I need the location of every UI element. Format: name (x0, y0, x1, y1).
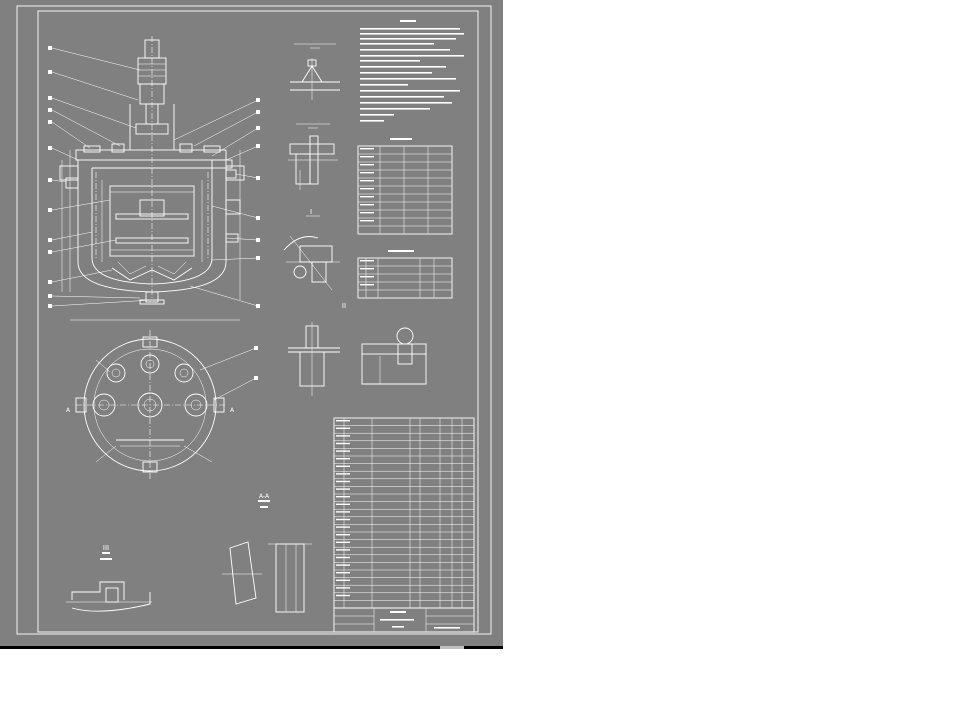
parts-list-row-text-mark (336, 526, 350, 528)
parts-list-row-text-mark (336, 458, 350, 460)
detail-bottom-mid (222, 541, 312, 613)
parts-list-row-text-mark (336, 450, 350, 452)
design-data-row-text-mark (360, 188, 374, 190)
status-strip-marker (440, 646, 464, 649)
parts-list-row-text-mark (336, 518, 350, 521)
parts-list-row-text-mark (336, 488, 350, 490)
design-data-row-text-mark (360, 164, 374, 166)
parts-list-rows (334, 420, 474, 601)
section-label-A-left: A (66, 407, 71, 414)
detail-view-flange (288, 123, 338, 190)
reactor-leader-lines (51, 47, 259, 307)
design-data-row-text-mark (360, 148, 374, 150)
section-A-A-view (258, 500, 270, 508)
design-data-row-text-mark (360, 180, 374, 182)
design-data-row-text-mark (360, 156, 374, 158)
parts-list-row-text-mark (336, 503, 350, 505)
nozzle-table-row-text-mark (360, 268, 374, 270)
design-data-row-text-mark (360, 204, 374, 206)
reactor-dimensions (61, 150, 241, 321)
cad-drawing: I II III A-A A A (16, 5, 492, 635)
parts-list-row-text-mark (336, 473, 350, 475)
design-data-table (357, 138, 453, 235)
inner-border (37, 10, 479, 633)
technical-notes (360, 20, 464, 122)
parts-list-row-text-mark (336, 556, 350, 559)
parts-list-row-text-mark (336, 579, 350, 581)
parts-list-row-text-mark (336, 572, 350, 574)
outer-border (16, 5, 492, 635)
parts-list-row-text-mark (336, 480, 350, 483)
parts-list-row-text-mark (336, 442, 350, 445)
parts-list-row-text-mark (336, 427, 350, 429)
reactor-balloon-ticks (48, 46, 260, 308)
parts-list-row-text-mark (336, 435, 350, 437)
detail-view-I (283, 215, 340, 291)
parts-list-table (333, 417, 475, 609)
detail-view-II (288, 322, 340, 396)
reactor-elevation-view (59, 36, 245, 305)
title-block (333, 607, 475, 633)
parts-list-row-text-mark (336, 511, 350, 513)
nozzle-table (357, 250, 453, 299)
design-data-row-text-mark (360, 172, 374, 174)
design-data-rows (358, 148, 452, 227)
parts-list-row-text-mark (336, 541, 350, 543)
section-label-A-right: A (230, 407, 235, 414)
nozzle-table-row-text-mark (360, 276, 374, 278)
view-marker-A-A: A-A (259, 493, 270, 500)
reactor-plan-view (75, 330, 258, 480)
parts-list-row-text-mark (336, 420, 350, 422)
parts-list-row-text-mark (336, 587, 350, 589)
nozzle-table-row-text-mark (360, 260, 374, 262)
design-data-row-text-mark (360, 212, 374, 214)
parts-list-row-text-mark (336, 534, 350, 536)
parts-list-row-text-mark (336, 496, 350, 498)
nozzle-table-row-text-mark (360, 284, 374, 286)
bottom-status-strip (0, 646, 503, 649)
parts-list-row-text-mark (336, 564, 350, 566)
detail-view-III (361, 327, 427, 385)
detail-view-top (290, 43, 340, 100)
view-marker-I: I (310, 208, 312, 216)
detail-bottom-left (66, 552, 152, 612)
parts-list-row-text-mark (336, 465, 350, 467)
parts-list-row-text-mark (336, 594, 350, 597)
parts-list-row-text-mark (336, 549, 350, 551)
nozzle-table-rows (358, 260, 452, 291)
design-data-row-text-mark (360, 220, 374, 222)
design-data-row-text-mark (360, 196, 374, 198)
view-marker-III: III (103, 544, 109, 552)
view-marker-II: II (342, 302, 346, 310)
